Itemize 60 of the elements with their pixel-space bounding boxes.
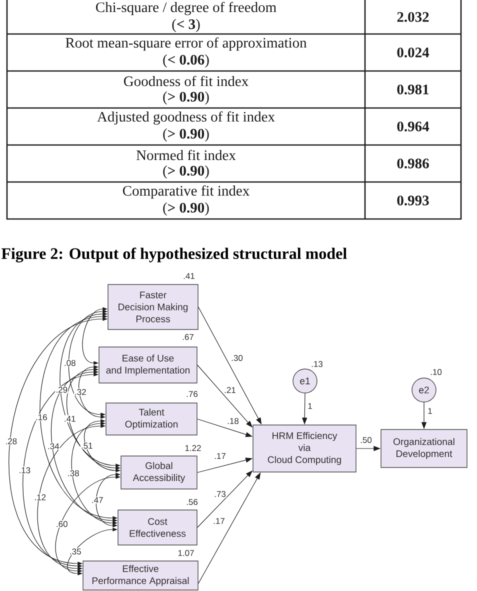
edge-label: .18	[226, 417, 240, 425]
table-cell: (> 0.90)	[163, 202, 209, 216]
estimate-label: 1.07	[178, 550, 194, 556]
variable-box: HRM Efficiency via Cloud Computing	[252, 424, 356, 472]
edge-label: .12	[34, 494, 47, 501]
table-cell: Goodness of fit index	[124, 76, 248, 86]
variable-box: Talent Optimization	[106, 402, 198, 436]
estimate-label: 1.22	[185, 445, 201, 451]
variable-box: Organizational Development	[380, 429, 468, 468]
edge-label: .29	[55, 386, 68, 394]
estimate-label: .13	[312, 361, 323, 367]
table-cell: 0.981	[397, 84, 429, 94]
edge-label: 1	[307, 402, 313, 410]
table-cell: (< 3)	[172, 18, 200, 32]
estimate-label: .76	[186, 391, 198, 397]
table-cell: (> 0.90)	[163, 128, 209, 142]
edge-label: .21	[224, 386, 236, 394]
variable-box: Ease of Use and Implementation	[98, 346, 198, 384]
edge-label: .17	[212, 517, 226, 525]
table-cell: 0.986	[397, 158, 429, 168]
variable-box: Global Accessibility	[120, 456, 198, 490]
edge-label: .38	[66, 470, 80, 477]
table-cell: Chi-square / degree of freedom	[96, 2, 276, 16]
table-cell: 2.032	[397, 12, 429, 22]
edge-label: .34	[46, 442, 60, 450]
table-cell: Comparative fit index	[122, 185, 250, 199]
variable-box: Cost Effectiveness	[118, 510, 198, 546]
edge-label: .35	[68, 548, 82, 556]
edge-label: .73	[214, 490, 226, 498]
table-cell: Adjusted goodness of fit index	[97, 111, 275, 125]
table-cell: 0.024	[397, 48, 430, 58]
edge-label: .47	[90, 496, 104, 504]
edge-label: .28	[4, 438, 18, 445]
edge-label: .50	[360, 436, 372, 444]
table-cell: 0.993	[397, 196, 429, 206]
estimate-label: .67	[182, 334, 194, 340]
edge-label: .32	[74, 388, 87, 396]
estimate-label: .56	[186, 499, 198, 505]
circle-node: e1	[292, 368, 318, 394]
variable-box: Faster Decision Making Process	[108, 284, 198, 330]
table-cell: 0.964	[397, 122, 430, 132]
edge-label: .30	[230, 354, 244, 362]
variable-box: Effective Performance Appraisal	[82, 560, 198, 590]
edge-label: .17	[214, 452, 226, 460]
estimate-label: .10	[430, 369, 442, 375]
edge-label: 1	[427, 407, 433, 415]
edge-label: .60	[55, 520, 68, 528]
estimate-label: .41	[184, 273, 194, 279]
table-cell: Normed fit index	[136, 150, 236, 160]
table-cell: (> 0.90)	[163, 91, 209, 105]
edge-label: .13	[18, 466, 32, 474]
edge-label: .16	[34, 414, 48, 421]
edge-label: .51	[80, 442, 94, 450]
edge-label: .08	[63, 359, 76, 367]
figure-caption: Figure 2: Output of hypothesized structural model	[1, 248, 347, 262]
table-cell: (< 0.06)	[163, 54, 209, 68]
table-cell: Root mean-square error of approximation	[66, 37, 307, 51]
table-cell: (> 0.90)	[163, 165, 209, 179]
edge-label: .41	[63, 415, 76, 422]
circle-node: e2	[412, 378, 436, 402]
